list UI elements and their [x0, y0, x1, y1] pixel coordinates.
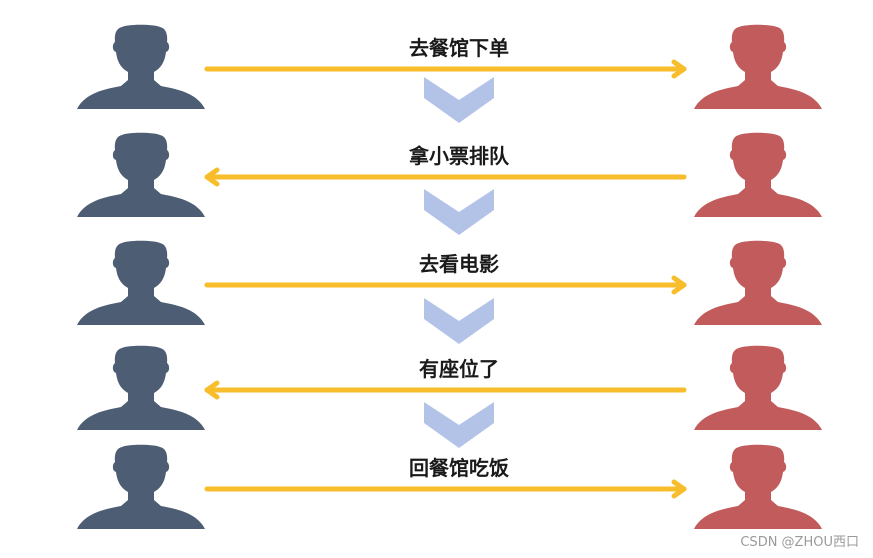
step-label: 拿小票排队	[408, 144, 510, 168]
person-silhouette-icon	[694, 345, 822, 430]
arrow-right	[204, 59, 687, 79]
step-label: 有座位了	[419, 357, 499, 381]
person-silhouette-icon	[694, 444, 822, 529]
step-label: 去看电影	[419, 252, 499, 276]
person-silhouette-icon	[77, 24, 205, 109]
person-silhouette-icon	[694, 132, 822, 217]
chevron-down-icon	[424, 77, 494, 123]
person-silhouette-icon	[77, 240, 205, 325]
person-silhouette-icon	[694, 240, 822, 325]
watermark: CSDN @ZHOU西口	[740, 535, 859, 550]
person-silhouette-icon	[694, 24, 822, 109]
step-label: 去餐馆下单	[409, 36, 509, 60]
arrow-left	[204, 167, 687, 187]
person-silhouette-icon	[77, 444, 205, 529]
chevron-down-icon	[424, 189, 494, 235]
arrow-right	[204, 479, 687, 499]
step-label: 回餐馆吃饭	[409, 456, 509, 480]
chevron-down-icon	[424, 402, 494, 448]
person-silhouette-icon	[77, 132, 205, 217]
person-silhouette-icon	[77, 345, 205, 430]
arrow-right	[204, 275, 687, 295]
arrow-left	[204, 380, 687, 400]
chevron-down-icon	[424, 298, 494, 344]
